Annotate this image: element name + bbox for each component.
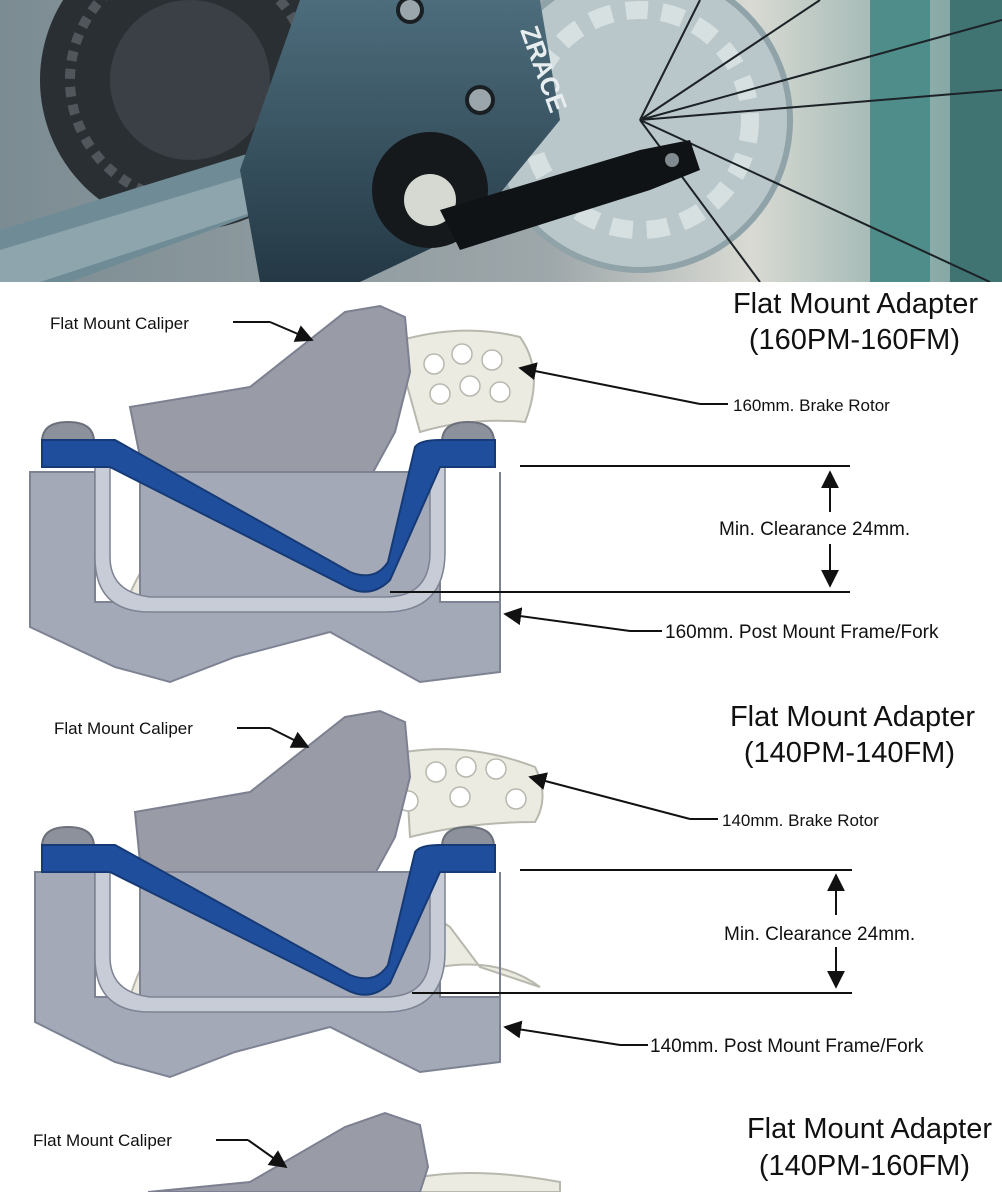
brake-rotor [419,1172,561,1192]
diagram-title-line2: (160PM-160FM) [749,324,960,356]
clearance-label: Min. Clearance 24mm. [719,519,910,540]
flat-mount-caliper [147,1111,430,1192]
flat-mount-adapter [41,439,496,593]
diagram-title-line1: Flat Mount Adapter [730,701,975,733]
adapter-diagram-140pm-140fm: Flat Mount Adapter (140PM-140FM) Flat Mo… [0,697,1002,1097]
rotor-label: 160mm. Brake Rotor [733,396,890,415]
clearance-label: Min. Clearance 24mm. [724,924,915,945]
caliper-label: Flat Mount Caliper [54,719,193,738]
frame-label: 160mm. Post Mount Frame/Fork [665,622,939,643]
rotor-label: 140mm. Brake Rotor [722,811,879,830]
diagram-title-line2: (140PM-140FM) [744,737,955,769]
frame-label: 140mm. Post Mount Frame/Fork [650,1036,924,1057]
flat-mount-adapter [41,844,496,996]
rotor-holes [423,343,511,405]
diagram-title-line1: Flat Mount Adapter [733,288,978,320]
diagram-title-line1: Flat Mount Adapter [747,1113,992,1145]
rotor-holes [397,756,527,812]
bike-rear-hub-photo: ZRACE [0,0,1002,282]
caliper-label: Flat Mount Caliper [33,1131,172,1150]
mounting-bolts [40,420,496,443]
adapter-diagram-140pm-160fm: Flat Mount Adapter (140PM-160FM) Flat Mo… [0,1097,1002,1192]
caliper-label: Flat Mount Caliper [50,314,189,333]
adapter-diagram-160pm-160fm: Flat Mount Adapter (160PM-160FM) Flat Mo… [0,282,1002,697]
diagram-title-line2: (140PM-160FM) [759,1150,970,1182]
mounting-bolts [40,825,496,848]
